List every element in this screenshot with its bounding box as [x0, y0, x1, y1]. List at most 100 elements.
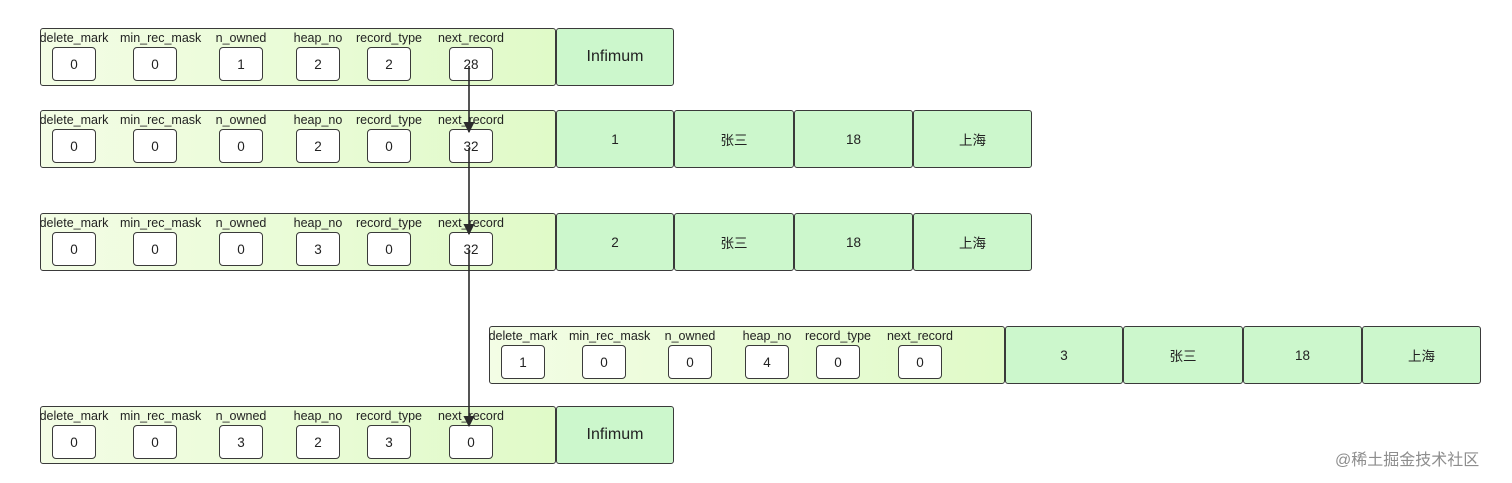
field-record-type: record_type 2 — [354, 29, 424, 85]
field-label: n_owned — [215, 31, 267, 45]
field-value: 2 — [296, 425, 340, 459]
field-label: n_owned — [215, 216, 267, 230]
record-header: delete_mark 1 min_rec_mask 0 n_owned 0 heap_no… — [489, 326, 1005, 384]
field-min-rec-mask: min_rec_mask 0 — [569, 327, 651, 383]
field-heap-no: heap_no 3 — [283, 214, 353, 270]
field-value: 1 — [501, 345, 545, 379]
field-label: next_record — [437, 31, 504, 45]
field-value: 0 — [219, 129, 263, 163]
field-label: record_type — [355, 409, 422, 423]
field-next-record: next_record 32 — [436, 214, 506, 270]
field-n-owned: n_owned 0 — [655, 327, 725, 383]
record-data-cell: 2 — [556, 213, 674, 271]
field-heap-no: heap_no 4 — [732, 327, 802, 383]
field-value: 0 — [133, 47, 177, 81]
record-data-cell: 3 — [1005, 326, 1123, 384]
field-value: 0 — [133, 425, 177, 459]
record-data-cell: 张三 — [674, 213, 794, 271]
field-label: delete_mark — [39, 113, 109, 127]
record-data-cell: 1 — [556, 110, 674, 168]
field-label: record_type — [355, 216, 422, 230]
field-value: 3 — [296, 232, 340, 266]
field-value: 0 — [133, 232, 177, 266]
field-label: record_type — [355, 31, 422, 45]
field-label: next_record — [886, 329, 953, 343]
watermark: @稀土掘金技术社区 — [1335, 452, 1480, 469]
field-value: 0 — [219, 232, 263, 266]
field-label: delete_mark — [39, 409, 109, 423]
field-value: 0 — [52, 47, 96, 81]
field-record-type: record_type 0 — [803, 327, 873, 383]
field-value: 0 — [133, 129, 177, 163]
field-value: 1 — [219, 47, 263, 81]
field-n-owned: n_owned 0 — [206, 111, 276, 167]
field-next-record: next_record 0 — [885, 327, 955, 383]
field-label: delete_mark — [39, 216, 109, 230]
field-delete-mark: delete_mark 0 — [39, 407, 109, 463]
record-header: delete_mark 0 min_rec_mask 0 n_owned 3 heap_no… — [40, 406, 556, 464]
record-data-cell: Infimum — [556, 28, 674, 86]
field-n-owned: n_owned 0 — [206, 214, 276, 270]
field-value: 3 — [219, 425, 263, 459]
field-value: 0 — [52, 425, 96, 459]
field-value: 2 — [296, 47, 340, 81]
field-value: 0 — [582, 345, 626, 379]
field-label: min_rec_mask — [120, 216, 202, 230]
field-value: 0 — [668, 345, 712, 379]
field-label: n_owned — [664, 329, 716, 343]
field-value: 2 — [367, 47, 411, 81]
field-label: record_type — [355, 113, 422, 127]
field-label: heap_no — [293, 409, 343, 423]
field-label: delete_mark — [488, 329, 558, 343]
field-delete-mark: delete_mark 0 — [39, 214, 109, 270]
field-record-type: record_type 3 — [354, 407, 424, 463]
field-min-rec-mask: min_rec_mask 0 — [120, 407, 202, 463]
field-delete-mark: delete_mark 0 — [39, 29, 109, 85]
field-record-type: record_type 0 — [354, 214, 424, 270]
record-data-cell: 18 — [794, 110, 913, 168]
record-data-cell: 上海 — [913, 110, 1032, 168]
field-value: 0 — [898, 345, 942, 379]
field-label: n_owned — [215, 409, 267, 423]
field-value: 32 — [449, 232, 493, 266]
record-data-cell: 18 — [1243, 326, 1362, 384]
field-min-rec-mask: min_rec_mask 0 — [120, 29, 202, 85]
record-data-cell: 18 — [794, 213, 913, 271]
field-label: heap_no — [742, 329, 792, 343]
record-data-cell: 张三 — [674, 110, 794, 168]
record-data-cell: 上海 — [913, 213, 1032, 271]
record-data-cell: Infimum — [556, 406, 674, 464]
field-label: min_rec_mask — [120, 113, 202, 127]
field-value: 0 — [816, 345, 860, 379]
record-header: delete_mark 0 min_rec_mask 0 n_owned 0 heap_no… — [40, 213, 556, 271]
field-label: next_record — [437, 113, 504, 127]
field-label: delete_mark — [39, 31, 109, 45]
field-record-type: record_type 0 — [354, 111, 424, 167]
record-data-cell: 上海 — [1362, 326, 1481, 384]
field-value: 0 — [449, 425, 493, 459]
field-label: min_rec_mask — [569, 329, 651, 343]
field-delete-mark: delete_mark 1 — [488, 327, 558, 383]
field-min-rec-mask: min_rec_mask 0 — [120, 214, 202, 270]
field-value: 28 — [449, 47, 493, 81]
field-label: heap_no — [293, 216, 343, 230]
field-min-rec-mask: min_rec_mask 0 — [120, 111, 202, 167]
field-label: record_type — [804, 329, 871, 343]
field-n-owned: n_owned 3 — [206, 407, 276, 463]
field-label: heap_no — [293, 113, 343, 127]
field-label: n_owned — [215, 113, 267, 127]
field-label: min_rec_mask — [120, 31, 202, 45]
field-value: 0 — [367, 232, 411, 266]
field-value: 0 — [52, 232, 96, 266]
field-label: min_rec_mask — [120, 409, 202, 423]
field-value: 3 — [367, 425, 411, 459]
field-label: next_record — [437, 216, 504, 230]
field-value: 0 — [367, 129, 411, 163]
field-value: 4 — [745, 345, 789, 379]
